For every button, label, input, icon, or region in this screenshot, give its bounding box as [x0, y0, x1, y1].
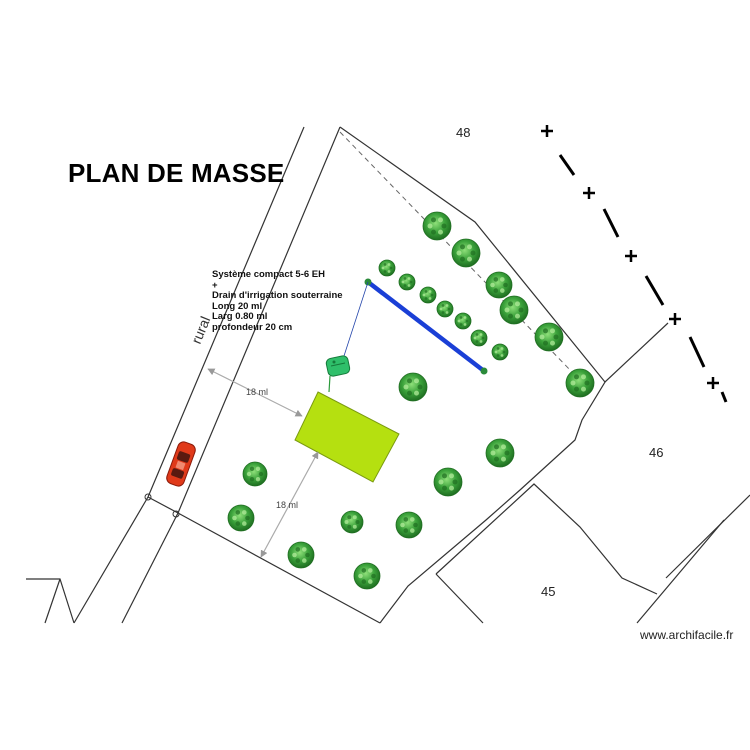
drain-end-marker [480, 367, 488, 375]
parcel-number-46: 46 [649, 445, 664, 460]
annotation-line: + [212, 279, 218, 291]
tree-icon [419, 286, 437, 304]
tree-icon [436, 300, 454, 318]
distance-label-top: 18 ml [246, 387, 269, 397]
annotation-line: Larg 0.80 ml [212, 311, 268, 322]
distance-label-bottom: 18 ml [276, 500, 299, 510]
house-footprint[interactable] [294, 391, 400, 483]
watermark: www.archifacile.fr [640, 628, 734, 642]
tree-icon [433, 467, 463, 497]
tree-icon [395, 511, 423, 539]
distance-arrow-bottom [260, 451, 319, 558]
drain-feed-pipe [342, 281, 369, 360]
tree-icon [485, 271, 513, 299]
annotation-line: Système compact 5-6 EH [212, 269, 325, 280]
annotation-line: profondeur 20 cm [212, 321, 293, 333]
trees [227, 211, 595, 590]
tree-icon [340, 510, 364, 534]
tank-connection-pipe [328, 375, 331, 393]
tree-icon [470, 329, 488, 347]
tree-icon [485, 438, 515, 468]
distance-arrow-top [207, 368, 303, 417]
parcel-number-45: 45 [541, 584, 556, 599]
tree-icon [378, 259, 396, 277]
irrigation-drain[interactable] [366, 280, 486, 373]
annotation-line: Long 20 ml [212, 300, 263, 312]
tree-icon [287, 541, 315, 569]
tree-icon [398, 273, 416, 291]
parcel-number-48: 48 [456, 125, 471, 140]
tree-icon [565, 368, 595, 398]
septic-tank-icon[interactable] [325, 355, 351, 377]
system-annotation: Système compact 5-6 EH + Drain d'irrigat… [212, 269, 343, 333]
annotation-line: Drain d'irrigation souterraine [212, 290, 343, 301]
tree-icon [451, 238, 481, 268]
cross-markers [541, 125, 719, 389]
tree-icon [227, 504, 255, 532]
tree-icon [454, 312, 472, 330]
tree-icon [422, 211, 452, 241]
boundary-point [172, 510, 180, 518]
page-title: PLAN DE MASSE [68, 158, 285, 188]
tree-icon [353, 562, 381, 590]
tree-icon [534, 322, 564, 352]
cross-boundary [558, 154, 728, 403]
tree-icon [499, 295, 529, 325]
tree-icon [398, 372, 428, 402]
tree-icon [242, 461, 268, 487]
car-icon [166, 441, 196, 487]
parcel-boundaries [26, 126, 750, 624]
tree-icon [491, 343, 509, 361]
boundary-point [144, 493, 152, 501]
